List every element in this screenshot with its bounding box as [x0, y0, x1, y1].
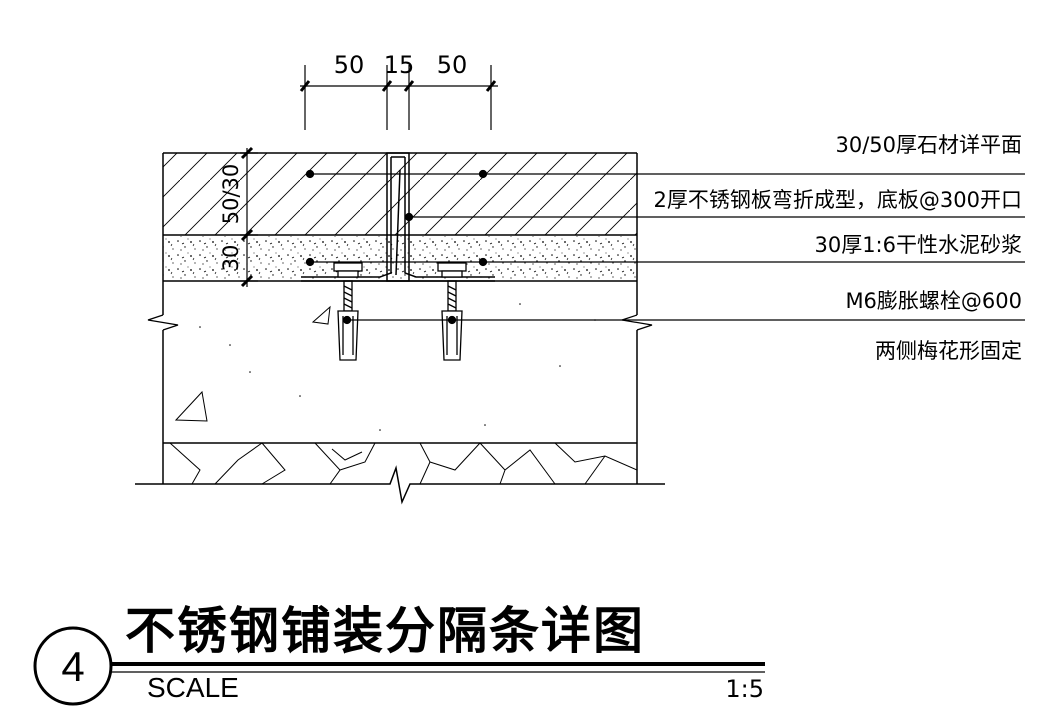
- stone-layer: [163, 152, 637, 236]
- break-symbol-left: [147, 314, 179, 331]
- anchor-bolt-left: [333, 262, 363, 361]
- top-dimension: [299, 65, 498, 130]
- scale-value: 1:5: [725, 675, 764, 703]
- leader-lines: [305, 169, 1025, 325]
- drawing-title: 不锈钢铺装分隔条详图: [125, 601, 645, 660]
- concrete-layer: [147, 153, 653, 484]
- break-symbol-right: [621, 314, 653, 331]
- title-block: 4 不锈钢铺装分隔条详图 SCALE 1:5: [33, 601, 765, 706]
- dimension-label-middle: 15: [384, 51, 415, 79]
- detail-number: 4: [61, 643, 84, 690]
- left-dimension: [240, 146, 258, 288]
- mortar-layer: [163, 236, 637, 282]
- dimension-label-right: 50: [437, 51, 468, 79]
- ground-line: [135, 465, 665, 505]
- note-stone: 30/50厚石材详平面: [835, 133, 1022, 157]
- note-steel-strip: 2厚不锈钢板弯折成型，底板@300开口: [654, 188, 1022, 212]
- note-fixing-pattern: 两侧梅花形固定: [875, 339, 1022, 363]
- anchor-bolt-right: [437, 262, 467, 361]
- note-anchor-bolt: M6膨胀螺栓@600: [845, 289, 1022, 313]
- dimension-label-stone: 50/30: [219, 164, 243, 225]
- rubble-base-layer: [169, 442, 638, 485]
- scale-label: SCALE: [147, 672, 239, 703]
- note-mortar: 30厚1:6干性水泥砂浆: [814, 233, 1022, 257]
- dimension-label-mortar: 30: [219, 245, 243, 272]
- dimension-label-left: 50: [334, 51, 365, 79]
